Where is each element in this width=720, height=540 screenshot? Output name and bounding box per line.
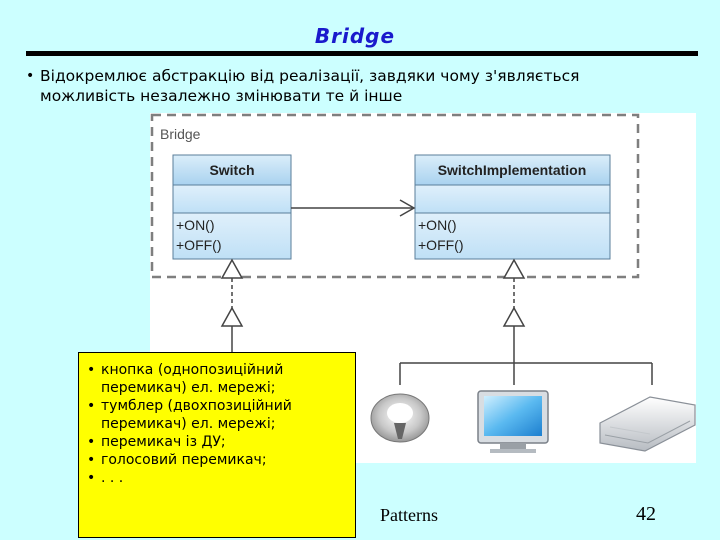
class-impl-method-on: +ON() bbox=[418, 217, 457, 233]
tv-icon bbox=[477, 390, 549, 453]
main-bullet: • Відокремлює абстракцію від реалізації,… bbox=[26, 66, 666, 106]
package-label: Bridge bbox=[160, 126, 201, 142]
uml-diagram-svg: Bridge Switch +ON() +OFF() SwitchImpleme… bbox=[150, 113, 696, 453]
examples-list: кнопка (однопозиційний перемикач) ел. ме… bbox=[79, 353, 355, 487]
class-switch: Switch +ON() +OFF() bbox=[172, 154, 292, 260]
implementation-inheritance bbox=[399, 258, 653, 385]
footer-text: Patterns bbox=[380, 505, 438, 525]
class-impl-method-off: +OFF() bbox=[418, 237, 464, 253]
main-bullet-text: Відокремлює абстракцію від реалізації, з… bbox=[40, 67, 580, 105]
bullet-dot: • bbox=[26, 68, 35, 84]
class-impl-name: SwitchImplementation bbox=[438, 162, 587, 178]
examples-note: кнопка (однопозиційний перемикач) ел. ме… bbox=[78, 352, 356, 538]
list-item: . . . bbox=[87, 469, 355, 487]
list-item: тумблер (двохпозиційний перемикач) ел. м… bbox=[87, 397, 355, 433]
list-item: перемикач із ДУ; bbox=[87, 433, 355, 451]
class-switch-method-on: +ON() bbox=[176, 217, 215, 233]
slide-title: Bridge bbox=[314, 24, 396, 48]
class-switch-implementation: SwitchImplementation +ON() +OFF() bbox=[414, 154, 611, 260]
class-switch-method-off: +OFF() bbox=[176, 237, 222, 253]
package-boundary bbox=[150, 113, 640, 279]
lamp-icon bbox=[370, 393, 430, 443]
list-item: голосовий перемикач; bbox=[87, 451, 355, 469]
air-conditioner-icon bbox=[599, 396, 696, 452]
bridge-association-arrow bbox=[291, 199, 416, 217]
title-divider bbox=[26, 51, 698, 56]
abstraction-inheritance bbox=[220, 258, 244, 353]
page-number: 42 bbox=[636, 503, 656, 525]
list-item: кнопка (однопозиційний перемикач) ел. ме… bbox=[87, 361, 355, 397]
class-switch-name: Switch bbox=[209, 162, 254, 178]
